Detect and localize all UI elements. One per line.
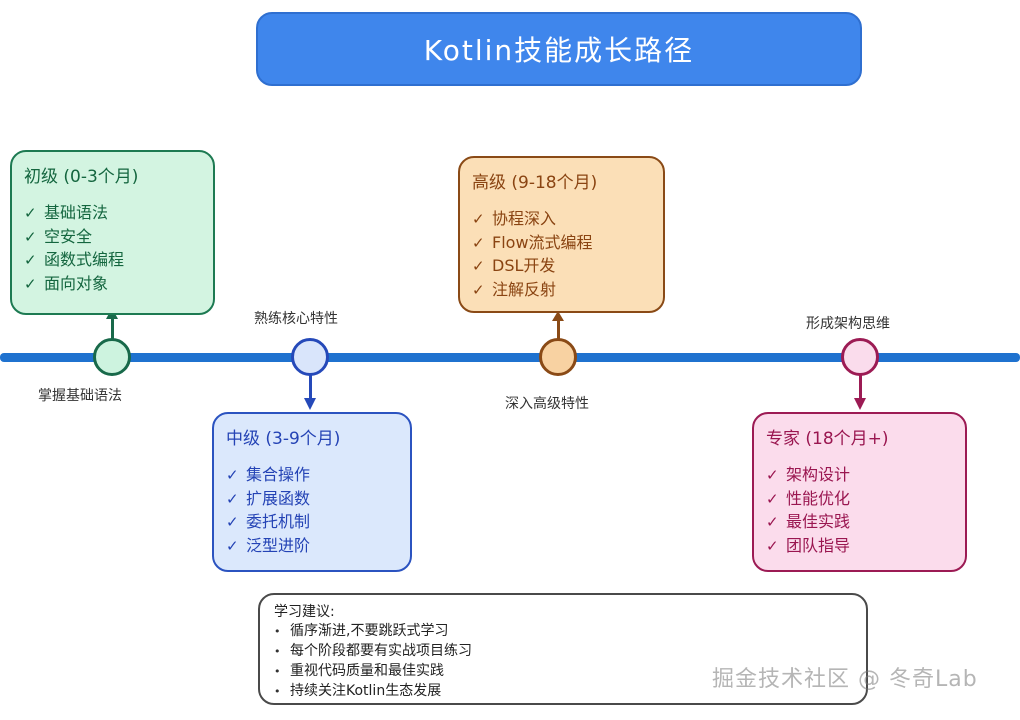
timeline-label-advanced: 深入高级特性 bbox=[505, 396, 589, 412]
timeline-axis bbox=[0, 353, 1020, 362]
advice-label: 每个阶段都要有实战项目练习 bbox=[290, 642, 472, 659]
advice-label: 重视代码质量和最佳实践 bbox=[290, 662, 444, 679]
check-icon: ✓ bbox=[226, 513, 239, 532]
check-icon: ✓ bbox=[766, 513, 779, 532]
check-icon: ✓ bbox=[472, 210, 485, 228]
skill-label: 面向对象 bbox=[44, 274, 109, 294]
advice-title: 学习建议: bbox=[274, 604, 335, 620]
skill-label: 团队指导 bbox=[786, 536, 851, 556]
list-item: ✓ 协程深入 bbox=[472, 207, 649, 231]
bullet-icon: • bbox=[274, 644, 281, 658]
check-icon: ✓ bbox=[226, 466, 239, 484]
list-item: • 循序渐进,不要跳跃式学习 bbox=[274, 622, 852, 642]
check-icon: ✓ bbox=[24, 204, 37, 222]
skill-label: Flow流式编程 bbox=[492, 232, 593, 252]
stage-skill-list: ✓ 基础语法 ✓ 空安全 ✓ 函数式编程 ✓ 面向对象 bbox=[24, 201, 199, 296]
check-icon: ✓ bbox=[24, 227, 37, 246]
check-icon: ✓ bbox=[766, 489, 779, 508]
skill-label: 委托机制 bbox=[246, 512, 311, 532]
list-item: ✓ 函数式编程 bbox=[24, 248, 199, 272]
list-item: • 每个阶段都要有实战项目练习 bbox=[274, 642, 852, 662]
check-icon: ✓ bbox=[472, 233, 485, 252]
stage-card-title: 高级 (9-18个月) bbox=[472, 173, 598, 193]
skill-label: 泛型进阶 bbox=[246, 536, 311, 556]
stage-card-expert[interactable]: 专家 (18个月+) ✓ 架构设计 ✓ 性能优化 ✓ 最佳实践 ✓ 团队指导 bbox=[752, 412, 967, 572]
bullet-icon: • bbox=[274, 625, 281, 638]
advice-list: • 循序渐进,不要跳跃式学习 • 每个阶段都要有实战项目练习 • 重视代码质量和最佳实… bbox=[274, 622, 852, 702]
timeline-milestone-expert[interactable] bbox=[841, 338, 879, 376]
check-icon: ✓ bbox=[472, 281, 485, 300]
advice-label: 持续关注Kotlin生态发展 bbox=[290, 682, 442, 699]
list-item: ✓ 基础语法 bbox=[24, 201, 199, 225]
check-icon: ✓ bbox=[226, 537, 239, 556]
stage-skill-list: ✓ 集合操作 ✓ 扩展函数 ✓ 委托机制 ✓ 泛型进阶 bbox=[226, 463, 396, 558]
list-item: ✓ 泛型进阶 bbox=[226, 534, 396, 558]
stage-card-title: 初级 (0-3个月) bbox=[24, 167, 139, 187]
stage-card-intermediate[interactable]: 中级 (3-9个月) ✓ 集合操作 ✓ 扩展函数 ✓ 委托机制 ✓ 泛型进阶 bbox=[212, 412, 412, 572]
stage-card-title: 专家 (18个月+) bbox=[766, 429, 889, 449]
skill-label: 基础语法 bbox=[44, 203, 109, 222]
list-item: ✓ 空安全 bbox=[24, 225, 199, 249]
list-item: ✓ 架构设计 bbox=[766, 463, 951, 487]
list-item: ✓ 集合操作 bbox=[226, 463, 396, 487]
skill-label: 集合操作 bbox=[246, 465, 311, 484]
skill-label: 性能优化 bbox=[786, 488, 851, 508]
learning-advice-box: 学习建议: • 循序渐进,不要跳跃式学习 • 每个阶段都要有实战项目练习 • 重视代码… bbox=[258, 593, 868, 705]
list-item: ✓ 最佳实践 bbox=[766, 510, 951, 534]
check-icon: ✓ bbox=[24, 251, 37, 270]
timeline-milestone-beginner[interactable] bbox=[93, 338, 131, 376]
list-item: • 重视代码质量和最佳实践 bbox=[274, 662, 852, 682]
list-item: ✓ 性能优化 bbox=[766, 487, 951, 511]
skill-label: 协程深入 bbox=[492, 209, 557, 228]
stage-card-advanced[interactable]: 高级 (9-18个月) ✓ 协程深入 ✓ Flow流式编程 ✓ DSL开发 ✓ 注解反射 bbox=[458, 156, 665, 313]
stage-skill-list: ✓ 架构设计 ✓ 性能优化 ✓ 最佳实践 ✓ 团队指导 bbox=[766, 463, 951, 558]
stage-skill-list: ✓ 协程深入 ✓ Flow流式编程 ✓ DSL开发 ✓ 注解反射 bbox=[472, 207, 649, 302]
timeline-milestone-intermediate[interactable] bbox=[291, 338, 329, 376]
list-item: ✓ 委托机制 bbox=[226, 510, 396, 534]
list-item: ✓ Flow流式编程 bbox=[472, 231, 649, 255]
skill-label: DSL开发 bbox=[492, 256, 556, 276]
check-icon: ✓ bbox=[766, 537, 779, 556]
skill-label: 最佳实践 bbox=[786, 512, 851, 532]
bullet-icon: • bbox=[274, 664, 281, 678]
timeline-label-beginner: 掌握基础语法 bbox=[38, 388, 122, 404]
check-icon: ✓ bbox=[226, 489, 239, 508]
watermark: 掘金技术社区 @ 冬奇Lab bbox=[712, 667, 978, 692]
bullet-icon: • bbox=[274, 684, 281, 698]
timeline-milestone-advanced[interactable] bbox=[539, 338, 577, 376]
list-item: ✓ 团队指导 bbox=[766, 534, 951, 558]
list-item: ✓ 面向对象 bbox=[24, 272, 199, 296]
list-item: • 持续关注Kotlin生态发展 bbox=[274, 682, 852, 702]
skill-label: 扩展函数 bbox=[246, 488, 311, 508]
diagram-title-banner: Kotlin技能成长路径 bbox=[256, 12, 862, 86]
check-icon: ✓ bbox=[766, 466, 779, 484]
skill-label: 注解反射 bbox=[492, 280, 557, 300]
list-item: ✓ DSL开发 bbox=[472, 254, 649, 278]
page-title: Kotlin技能成长路径 bbox=[423, 34, 695, 67]
advice-label: 循序渐进,不要跳跃式学习 bbox=[290, 623, 449, 639]
skill-label: 空安全 bbox=[44, 226, 93, 246]
check-icon: ✓ bbox=[24, 275, 37, 294]
list-item: ✓ 注解反射 bbox=[472, 278, 649, 302]
stage-card-beginner[interactable]: 初级 (0-3个月) ✓ 基础语法 ✓ 空安全 ✓ 函数式编程 ✓ 面向对象 bbox=[10, 150, 215, 315]
check-icon: ✓ bbox=[472, 257, 485, 276]
skill-label: 函数式编程 bbox=[44, 250, 125, 270]
timeline-label-expert: 形成架构思维 bbox=[806, 316, 890, 332]
stage-card-title: 中级 (3-9个月) bbox=[226, 429, 341, 449]
skill-label: 架构设计 bbox=[786, 465, 851, 484]
timeline-label-intermediate: 熟练核心特性 bbox=[254, 311, 338, 327]
list-item: ✓ 扩展函数 bbox=[226, 487, 396, 511]
